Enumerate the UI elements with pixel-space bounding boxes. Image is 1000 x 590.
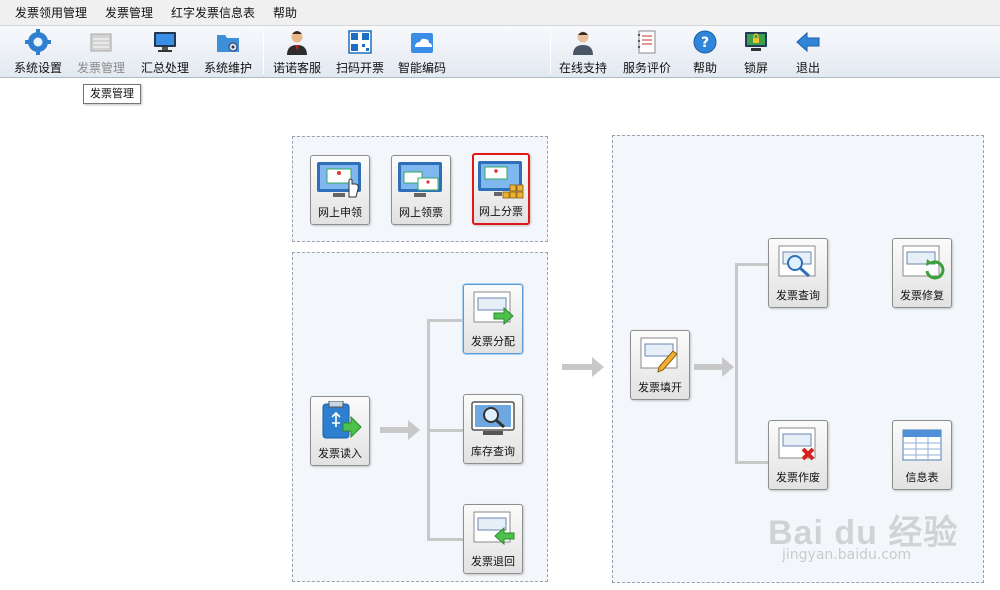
online-support-button[interactable]: 在线支持 xyxy=(555,27,611,77)
svg-text:?: ? xyxy=(701,35,709,51)
menu-red-invoice-info[interactable]: 红字发票信息表 xyxy=(171,5,256,20)
table-icon xyxy=(902,429,942,461)
online-receive-label: 网上领票 xyxy=(399,206,443,219)
invoice-query-tile[interactable]: 发票查询 xyxy=(768,238,828,308)
branch-connector xyxy=(427,319,463,322)
monitor-magnifier-icon xyxy=(471,401,515,435)
info-table-tile[interactable]: 信息表 xyxy=(892,420,952,490)
invoice-fill-tile[interactable]: 发票填开 xyxy=(630,330,690,400)
invoice-allocate-tile[interactable]: 发票分配 xyxy=(463,284,523,354)
invoice-arrow-left-icon xyxy=(473,511,515,546)
system-settings-button[interactable]: 系统设置 xyxy=(10,27,66,77)
invoice-folder-icon xyxy=(90,33,112,52)
system-settings-label: 系统设置 xyxy=(13,61,62,75)
branch-connector xyxy=(735,264,738,464)
scan-invoice-button[interactable]: 扫码开票 xyxy=(332,27,388,77)
scan-invoice-label: 扫码开票 xyxy=(335,61,384,75)
menu-bar: 发票领用管理 发票管理 红字发票信息表 帮助 xyxy=(0,0,1000,26)
branch-connector xyxy=(735,461,768,464)
online-apply-tile[interactable]: 网上申领 xyxy=(310,155,370,225)
toolbar-separator xyxy=(263,30,264,74)
invoice-arrow-right-icon xyxy=(473,291,514,326)
invoice-fill-label: 发票填开 xyxy=(638,381,682,394)
service-rating-button[interactable]: 服务评价 xyxy=(618,27,676,77)
online-distribute-tile[interactable]: 网上分票 xyxy=(472,153,530,225)
system-maintenance-label: 系统维护 xyxy=(203,61,252,75)
monitor-distribute-icon xyxy=(478,161,524,199)
invoice-return-tile[interactable]: 发票退回 xyxy=(463,504,523,574)
nuonuo-service-label: 诺诺客服 xyxy=(272,61,321,75)
branch-connector xyxy=(735,263,768,266)
smart-coding-button[interactable]: 智能编码 xyxy=(393,27,451,77)
agent-icon xyxy=(287,31,307,55)
tooltip: 发票管理 xyxy=(83,84,141,104)
lock-screen-button[interactable]: 锁屏 xyxy=(734,27,778,77)
invoice-return-label: 发票退回 xyxy=(471,555,515,568)
online-distribute-label: 网上分票 xyxy=(479,205,523,218)
help-button[interactable]: ? 帮助 xyxy=(683,27,727,77)
invoice-manage-button[interactable]: 发票管理 xyxy=(73,27,129,77)
lock-screen-icon xyxy=(745,32,767,51)
summary-button[interactable]: 汇总处理 xyxy=(137,27,193,77)
invoice-import-tile[interactable]: 发票读入 xyxy=(310,396,370,466)
usb-import-icon xyxy=(322,401,362,439)
nuonuo-service-button[interactable]: 诺诺客服 xyxy=(268,27,326,77)
invoice-void-tile[interactable]: 发票作废 xyxy=(768,420,828,490)
smart-coding-label: 智能编码 xyxy=(397,61,446,75)
menu-help[interactable]: 帮助 xyxy=(273,5,298,20)
menu-invoice-receive[interactable]: 发票领用管理 xyxy=(15,5,88,20)
online-support-label: 在线支持 xyxy=(558,61,607,75)
toolbar: 系统设置 发票管理 汇总处理 系统维护 诺诺客服 xyxy=(0,26,1000,78)
service-rating-label: 服务评价 xyxy=(622,61,671,75)
invoice-cross-icon xyxy=(778,427,816,461)
monitor-invoice-icon xyxy=(398,162,442,197)
stock-query-label: 库存查询 xyxy=(471,445,515,458)
invoice-repair-icon xyxy=(902,245,945,280)
lock-screen-label: 锁屏 xyxy=(743,61,768,75)
qr-code-icon xyxy=(348,30,372,54)
summary-label: 汇总处理 xyxy=(140,61,189,75)
invoice-query-label: 发票查询 xyxy=(776,289,820,302)
notebook-icon xyxy=(637,30,656,54)
online-receive-tile[interactable]: 网上领票 xyxy=(391,155,451,225)
flow-arrow-icon xyxy=(562,357,604,377)
person-icon xyxy=(573,31,593,55)
exit-button[interactable]: 退出 xyxy=(786,27,830,77)
exit-arrow-icon xyxy=(796,31,820,53)
invoice-repair-tile[interactable]: 发票修复 xyxy=(892,238,952,308)
toolbar-separator xyxy=(550,30,551,74)
invoice-allocate-label: 发票分配 xyxy=(471,335,515,348)
info-table-label: 信息表 xyxy=(905,471,939,484)
gear-icon xyxy=(25,29,51,55)
help-icon: ? xyxy=(693,30,717,54)
invoice-import-label: 发票读入 xyxy=(318,447,362,460)
cloud-icon xyxy=(411,33,433,53)
flow-arrow-icon xyxy=(694,357,734,377)
folder-gear-icon xyxy=(217,35,239,52)
invoice-pen-icon xyxy=(640,337,678,373)
stock-query-tile[interactable]: 库存查询 xyxy=(463,394,523,464)
menu-invoice-manage[interactable]: 发票管理 xyxy=(105,5,154,20)
help-label: 帮助 xyxy=(692,61,717,75)
branch-connector xyxy=(427,429,463,432)
flow-arrow-icon xyxy=(380,420,420,440)
system-maintenance-button[interactable]: 系统维护 xyxy=(200,27,256,77)
online-apply-label: 网上申领 xyxy=(318,206,362,219)
exit-label: 退出 xyxy=(795,61,820,75)
branch-connector xyxy=(427,538,463,541)
invoice-magnifier-icon xyxy=(778,245,816,278)
invoice-repair-label: 发票修复 xyxy=(900,289,944,302)
invoice-void-label: 发票作废 xyxy=(776,471,820,484)
invoice-manage-label: 发票管理 xyxy=(76,61,125,75)
monitor-icon xyxy=(154,32,176,52)
monitor-hand-icon xyxy=(317,162,361,198)
